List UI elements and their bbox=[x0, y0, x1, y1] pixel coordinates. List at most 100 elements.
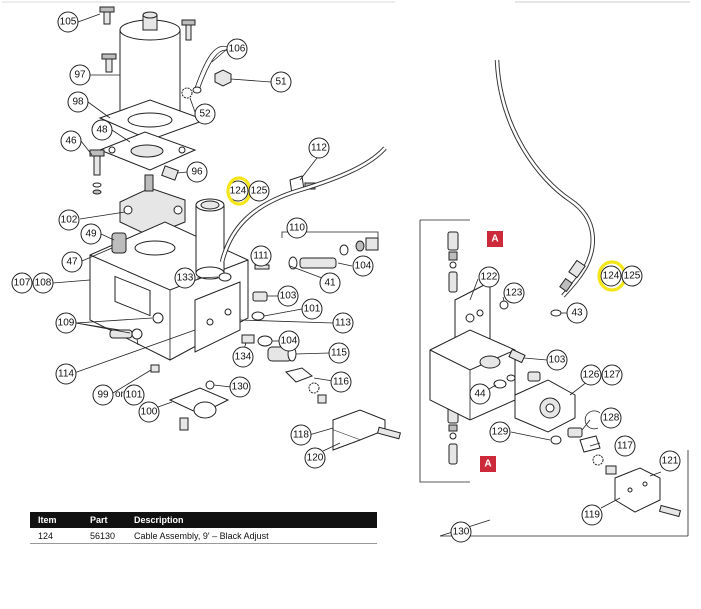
section-tag-a: A bbox=[487, 231, 503, 247]
callout-100: 100 bbox=[138, 401, 160, 423]
callout-109: 109 bbox=[55, 312, 77, 334]
svg-text:112: 112 bbox=[311, 143, 327, 154]
svg-text:43: 43 bbox=[571, 308, 583, 319]
svg-text:41: 41 bbox=[324, 278, 336, 289]
callout-114: 114 bbox=[55, 363, 77, 385]
svg-text:124: 124 bbox=[603, 271, 620, 282]
legend-header-row: Item Part Description bbox=[30, 512, 377, 528]
svg-text:123: 123 bbox=[506, 288, 523, 299]
table-row: 124 56130 Cable Assembly, 9' – Black Adj… bbox=[30, 528, 377, 544]
callout-124-right: 124 bbox=[600, 265, 622, 287]
callout-group: 105 106 97 51 52 98 48 46 96 112 124 125… bbox=[11, 11, 681, 543]
callout-111: 111 bbox=[250, 245, 272, 267]
callout-103-right: 103 bbox=[546, 349, 568, 371]
callout-104b: 104 bbox=[278, 330, 300, 352]
callout-108: 108 bbox=[32, 272, 54, 294]
callout-126: 126 bbox=[580, 364, 602, 386]
callout-117: 117 bbox=[614, 435, 636, 457]
svg-text:127: 127 bbox=[604, 370, 621, 381]
callout-110: 110 bbox=[286, 217, 308, 239]
callout-96: 96 bbox=[186, 161, 208, 183]
callout-44: 44 bbox=[469, 383, 491, 405]
svg-text:101: 101 bbox=[126, 390, 143, 401]
right-assembly: A A bbox=[419, 59, 689, 537]
callout-99: 99 bbox=[92, 384, 114, 406]
callout-122: 122 bbox=[478, 266, 500, 288]
svg-text:96: 96 bbox=[191, 167, 203, 178]
svg-text:119: 119 bbox=[584, 510, 600, 521]
svg-text:124: 124 bbox=[230, 186, 247, 197]
svg-text:101: 101 bbox=[304, 304, 321, 315]
callout-127: 127 bbox=[601, 364, 623, 386]
svg-text:130: 130 bbox=[453, 527, 470, 538]
callout-123: 123 bbox=[503, 282, 525, 304]
callout-47: 47 bbox=[61, 251, 83, 273]
callout-52: 52 bbox=[194, 103, 216, 125]
svg-text:126: 126 bbox=[583, 370, 600, 381]
svg-text:102: 102 bbox=[61, 215, 78, 226]
callout-112: 112 bbox=[308, 137, 330, 159]
svg-text:106: 106 bbox=[229, 44, 246, 55]
svg-text:48: 48 bbox=[96, 125, 108, 136]
callout-51: 51 bbox=[270, 71, 292, 93]
callout-128: 128 bbox=[600, 407, 622, 429]
svg-text:99: 99 bbox=[97, 390, 109, 401]
svg-text:97: 97 bbox=[74, 70, 86, 81]
callout-118: 118 bbox=[290, 424, 312, 446]
callout-107: 107 bbox=[11, 272, 33, 294]
svg-text:49: 49 bbox=[85, 229, 97, 240]
left-assembly bbox=[52, 6, 402, 452]
svg-text:114: 114 bbox=[58, 369, 74, 380]
callout-97: 97 bbox=[69, 64, 91, 86]
callout-116: 116 bbox=[330, 371, 352, 393]
svg-text:44: 44 bbox=[474, 389, 486, 400]
callout-106: 106 bbox=[226, 38, 248, 60]
svg-text:125: 125 bbox=[624, 271, 641, 282]
cell-description: Cable Assembly, 9' – Black Adjust bbox=[134, 530, 269, 541]
svg-text:109: 109 bbox=[58, 318, 75, 329]
svg-text:A: A bbox=[491, 234, 498, 245]
header-description: Description bbox=[134, 515, 184, 525]
callout-105: 105 bbox=[57, 11, 79, 33]
callout-130-right: 130 bbox=[450, 521, 472, 543]
svg-text:105: 105 bbox=[60, 17, 77, 28]
header-item: Item bbox=[38, 515, 57, 525]
callout-129: 129 bbox=[489, 421, 511, 443]
callout-115: 115 bbox=[328, 342, 350, 364]
svg-text:134: 134 bbox=[235, 352, 252, 363]
svg-text:125: 125 bbox=[251, 186, 268, 197]
leader-lines bbox=[52, 13, 353, 452]
callout-121: 121 bbox=[659, 450, 681, 472]
svg-text:113: 113 bbox=[335, 318, 351, 329]
callout-113: 113 bbox=[332, 312, 354, 334]
svg-text:120: 120 bbox=[307, 453, 324, 464]
svg-text:107: 107 bbox=[14, 278, 31, 289]
callout-49: 49 bbox=[80, 223, 102, 245]
callout-101b: 101 bbox=[123, 384, 145, 406]
callout-46: 46 bbox=[60, 130, 82, 152]
or-label: or bbox=[115, 389, 125, 400]
svg-text:115: 115 bbox=[331, 348, 347, 359]
svg-text:117: 117 bbox=[617, 441, 633, 452]
svg-text:111: 111 bbox=[253, 251, 269, 262]
svg-text:116: 116 bbox=[333, 377, 349, 388]
callout-103: 103 bbox=[277, 285, 299, 307]
svg-text:122: 122 bbox=[481, 272, 498, 283]
svg-text:A: A bbox=[484, 459, 491, 470]
callout-48: 48 bbox=[91, 119, 113, 141]
callout-125: 125 bbox=[248, 180, 270, 202]
svg-text:46: 46 bbox=[65, 136, 77, 147]
svg-text:103: 103 bbox=[549, 355, 566, 366]
callout-102: 102 bbox=[58, 209, 80, 231]
callout-130: 130 bbox=[229, 376, 251, 398]
callout-120: 120 bbox=[304, 447, 326, 469]
callout-119: 119 bbox=[581, 504, 603, 526]
svg-text:129: 129 bbox=[492, 427, 509, 438]
svg-text:103: 103 bbox=[280, 291, 297, 302]
valve-block bbox=[194, 281, 241, 353]
svg-text:110: 110 bbox=[289, 223, 305, 234]
svg-text:104: 104 bbox=[281, 336, 298, 347]
callout-101: 101 bbox=[301, 298, 323, 320]
callout-134: 134 bbox=[232, 346, 254, 368]
